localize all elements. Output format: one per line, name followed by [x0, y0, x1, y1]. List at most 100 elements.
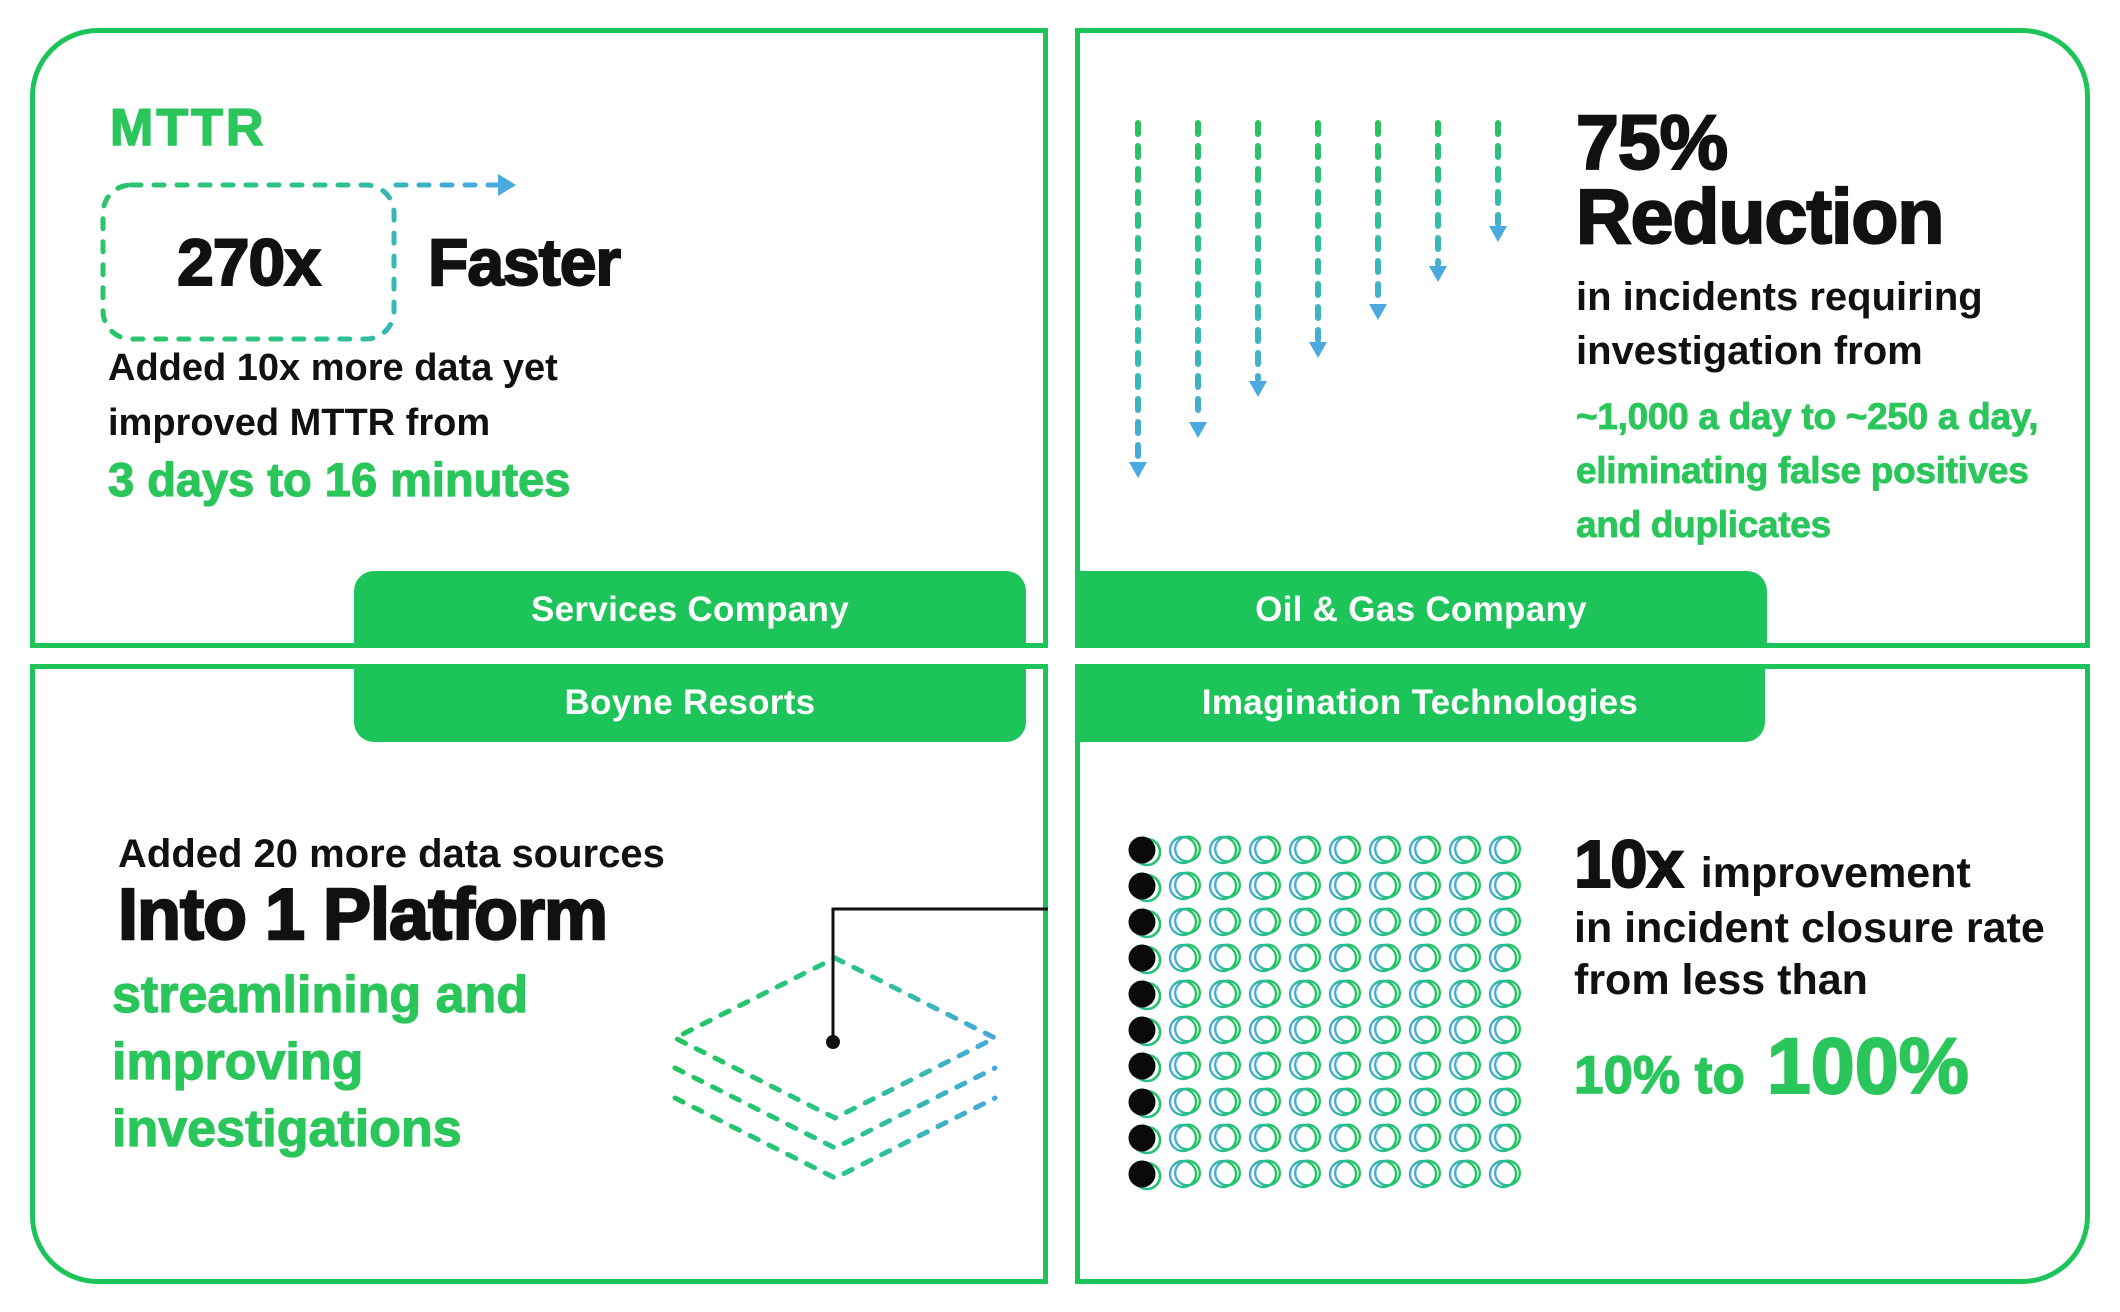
highlight-10pct: 10% to	[1573, 1045, 1745, 1105]
boyne-highlight: streamlining and improving investigation…	[111, 962, 529, 1163]
dot-empty	[1368, 1123, 1402, 1153]
dot-empty	[1408, 943, 1442, 973]
services-highlight: 3 days to 16 minutes	[107, 452, 571, 506]
stat-270x: 270x	[176, 224, 322, 300]
imagination-body-line2: from less than	[1574, 956, 1868, 1004]
dot-empty	[1448, 871, 1482, 901]
tag-boyne-resorts: Boyne Resorts	[354, 664, 1026, 742]
boyne-headline: Into 1 Platform	[117, 874, 609, 956]
callout-dot-icon	[826, 1035, 840, 1049]
dot-empty	[1168, 1123, 1202, 1153]
imagination-highlight-row: 10% to 100%	[1573, 1020, 2104, 1112]
imagination-body: in incident closure rate from less than	[1574, 902, 2104, 1006]
dot-empty	[1488, 871, 1522, 901]
platform-layers-illustration	[669, 955, 1001, 1181]
dashed-stat-box	[100, 182, 397, 342]
dot-empty	[1448, 907, 1482, 937]
dot-empty	[1248, 979, 1281, 1009]
dot-empty	[1448, 979, 1482, 1009]
oil-gas-highlight-line1: ~1,000 a day to ~250 a day,	[1576, 396, 2039, 438]
dot-empty	[1288, 1051, 1321, 1081]
right-arrowhead-icon	[498, 174, 516, 196]
oil-gas-text: 75% Reduction in incidents requiring inv…	[1575, 103, 2081, 552]
dot-empty	[1208, 1015, 1241, 1045]
dot-empty	[1328, 835, 1361, 865]
layer-middle	[672, 1065, 998, 1151]
panel-boyne	[30, 664, 1048, 1284]
boyne-highlight-line1: streamlining and	[111, 965, 529, 1024]
dot-empty	[1488, 1123, 1522, 1153]
dot-empty	[1288, 1087, 1321, 1117]
down-arrowhead-icon	[1249, 381, 1267, 397]
dot-empty	[1288, 871, 1321, 901]
imagination-text: 10x improvement in incident closure rate…	[1573, 827, 2104, 1112]
dashed-box-arrow-illustration	[100, 174, 516, 342]
boyne-highlight-line3: investigations	[111, 1099, 462, 1158]
dot-empty	[1408, 1051, 1442, 1081]
dot-empty	[1408, 1087, 1442, 1117]
dot-empty	[1488, 1015, 1522, 1045]
layer-top	[669, 955, 1001, 1121]
dot-empty	[1328, 1159, 1361, 1189]
dot-empty	[1288, 907, 1321, 937]
dot-empty	[1208, 1087, 1241, 1117]
dot-empty	[1488, 835, 1522, 865]
dot-empty	[1168, 1087, 1202, 1117]
dot-empty	[1208, 835, 1241, 865]
dot-empty	[1208, 1159, 1241, 1189]
dot-empty	[1288, 1123, 1321, 1153]
dot-empty	[1208, 943, 1241, 973]
dot-empty	[1248, 835, 1281, 865]
dot-empty	[1368, 979, 1402, 1009]
dot-empty	[1168, 835, 1202, 865]
dot-empty	[1328, 979, 1361, 1009]
dot-empty	[1288, 979, 1321, 1009]
oil-gas-body-line1: in incidents requiring	[1576, 275, 1983, 319]
dot-empty	[1488, 979, 1522, 1009]
dot-empty	[1168, 943, 1202, 973]
dot-empty	[1328, 907, 1361, 937]
dot-empty	[1168, 1015, 1202, 1045]
dot-empty	[1368, 1087, 1402, 1117]
boyne-body: Added 20 more data sources	[118, 832, 665, 876]
dot-empty	[1328, 1015, 1361, 1045]
dot-empty	[1248, 1159, 1281, 1189]
dot-empty	[1248, 1087, 1281, 1117]
dot-filled	[1128, 1016, 1162, 1047]
stat-reduction: Reduction	[1575, 174, 1946, 260]
dot-filled	[1128, 980, 1162, 1011]
dot-empty	[1408, 907, 1442, 937]
layer-bottom	[672, 1095, 998, 1181]
oil-gas-highlight-line2: eliminating false positives	[1576, 450, 2030, 492]
dot-empty	[1368, 907, 1402, 937]
dot-empty	[1248, 907, 1281, 937]
dot-empty	[1168, 871, 1202, 901]
dot-empty	[1168, 907, 1202, 937]
dot-empty	[1328, 943, 1361, 973]
dot-empty	[1448, 943, 1482, 973]
oil-gas-highlight: ~1,000 a day to ~250 a day, eliminating …	[1576, 390, 2081, 552]
dot-filled	[1128, 836, 1162, 867]
dot-empty	[1288, 835, 1321, 865]
falling-arrows-chart	[1129, 120, 1507, 478]
dot-empty	[1368, 943, 1402, 973]
dot-empty	[1408, 979, 1442, 1009]
dot-matrix-chart	[1128, 835, 1522, 1191]
down-arrowhead-icon	[1369, 304, 1387, 320]
dot-empty	[1448, 1015, 1482, 1045]
mttr-kicker: MTTR	[109, 98, 267, 158]
dot-filled	[1128, 1160, 1162, 1191]
dot-empty	[1248, 1051, 1281, 1081]
down-arrowhead-icon	[1489, 226, 1507, 242]
dot-filled	[1128, 1052, 1162, 1083]
dot-empty	[1448, 1087, 1482, 1117]
stat-faster: Faster	[427, 224, 622, 300]
services-body-line2: improved MTTR from	[108, 402, 491, 444]
dot-empty	[1488, 943, 1522, 973]
dot-empty	[1368, 871, 1402, 901]
dot-empty	[1288, 1159, 1321, 1189]
dot-empty	[1208, 1051, 1241, 1081]
dot-empty	[1248, 1123, 1281, 1153]
dot-empty	[1248, 1015, 1281, 1045]
